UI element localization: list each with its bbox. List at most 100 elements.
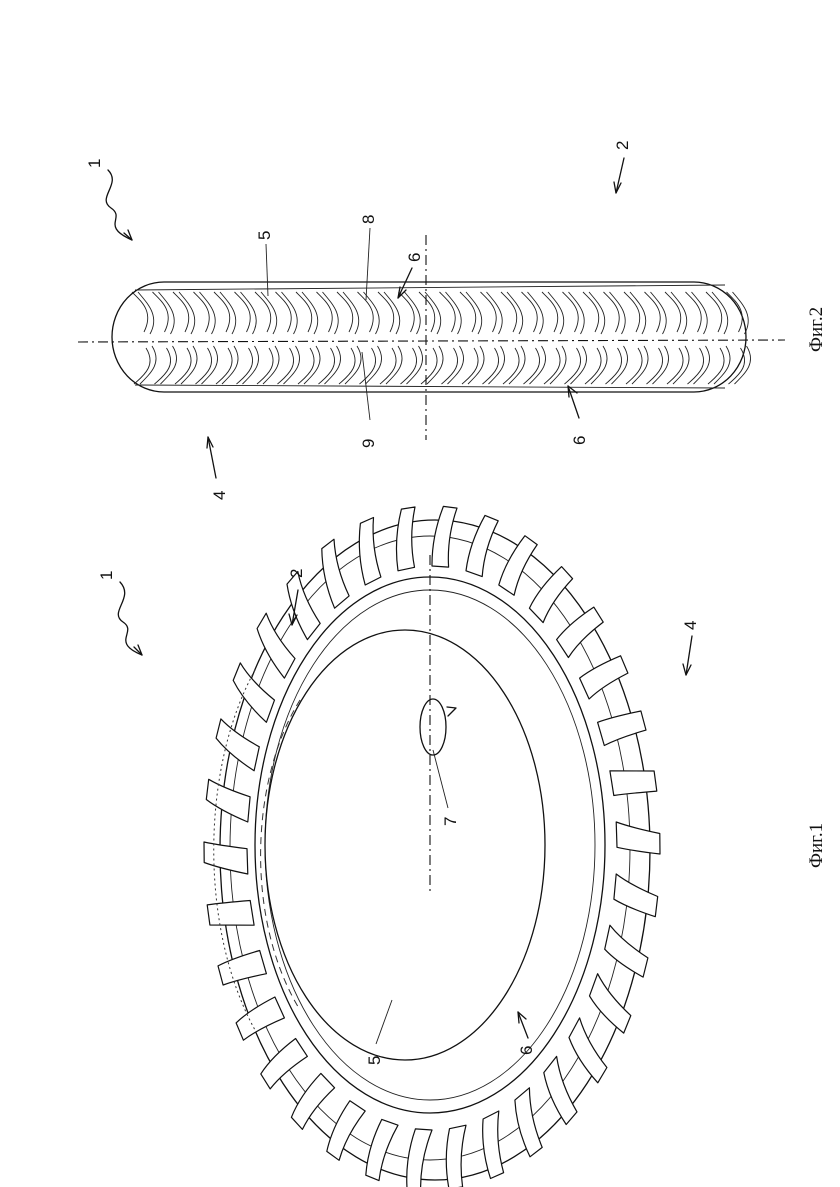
fig1-lug bbox=[431, 505, 458, 568]
fig2-lug-lower bbox=[195, 345, 218, 385]
fig2-lug-lower bbox=[625, 345, 649, 385]
fig2-lug-upper bbox=[234, 291, 257, 335]
fig2-lug-lower bbox=[338, 345, 362, 385]
fig2-lug-upper bbox=[521, 291, 544, 335]
fig2-lug-upper bbox=[336, 291, 360, 335]
fig1-lug bbox=[286, 570, 321, 641]
fig2-label-8: 8 bbox=[359, 215, 378, 224]
fig2-leader-5 bbox=[265, 243, 269, 297]
fig2-lug-lower bbox=[420, 345, 444, 385]
fig2-arrowhead-4 bbox=[206, 436, 214, 449]
fig2-label-2: 2 bbox=[613, 141, 632, 150]
fig2-lug-upper bbox=[275, 291, 298, 335]
fig1-label-7: 7 bbox=[441, 817, 460, 826]
figure-1: 1 2 4 5 6 7 Фиг.1 bbox=[97, 505, 827, 1187]
fig1-rim-opening bbox=[264, 629, 546, 1061]
fig1-label-6: 6 bbox=[517, 1046, 536, 1055]
fig2-lug-upper bbox=[500, 291, 524, 335]
fig1-arrow-4 bbox=[685, 635, 693, 676]
fig2-lug-lower bbox=[687, 345, 710, 385]
fig1-lug bbox=[205, 778, 251, 823]
fig2-centerline-horizontal bbox=[77, 339, 786, 343]
fig2-lug-upper bbox=[295, 291, 319, 335]
fig2-label-9: 9 bbox=[359, 439, 378, 448]
fig1-arrowhead-1 bbox=[133, 644, 143, 656]
fig1-lug bbox=[613, 873, 659, 918]
fig2-lug-lower bbox=[543, 345, 567, 385]
fig2-lug-upper bbox=[705, 291, 729, 335]
fig2-lug-upper bbox=[480, 291, 503, 335]
fig2-lug-upper bbox=[152, 291, 175, 335]
fig1-lug bbox=[365, 1118, 399, 1182]
fig1-lug bbox=[543, 1055, 578, 1126]
fig1-label-2: 2 bbox=[287, 569, 306, 578]
fig2-lug-upper bbox=[439, 291, 462, 335]
fig2-label-5: 5 bbox=[255, 231, 274, 240]
fig2-lug-lower bbox=[605, 345, 628, 385]
rotation-arrow-icon bbox=[419, 698, 457, 756]
fig2-band-outline bbox=[111, 281, 747, 393]
fig2-lug-upper bbox=[316, 291, 339, 335]
fig1-tread-lugs bbox=[203, 505, 661, 1187]
fig1-label-4: 4 bbox=[681, 621, 700, 630]
fig2-lug-lower bbox=[584, 345, 608, 385]
fig1-arrowhead-6 bbox=[517, 1011, 527, 1024]
fig2-label-6-bottom: 6 bbox=[570, 436, 589, 445]
fig1-caption: Фиг.1 bbox=[806, 823, 827, 868]
fig1-lug bbox=[498, 535, 538, 596]
fig1-lug bbox=[358, 516, 382, 586]
fig2-arrowhead-2 bbox=[613, 181, 622, 194]
fig1-arrow-2 bbox=[291, 589, 299, 626]
fig1-leader-5 bbox=[375, 999, 393, 1045]
fig1-lug bbox=[203, 841, 249, 875]
fig2-lug-lower bbox=[564, 345, 587, 385]
fig2-lug-lower bbox=[728, 345, 751, 385]
fig2-arrowhead-6-top bbox=[397, 286, 407, 299]
fig2-lug-lower bbox=[461, 345, 485, 385]
fig2-label-6-top: 6 bbox=[405, 253, 424, 262]
fig2-label-4: 4 bbox=[210, 491, 229, 500]
fig1-lug bbox=[290, 1072, 336, 1130]
fig2-tread-pattern bbox=[131, 291, 751, 385]
fig2-lug-upper bbox=[726, 291, 749, 335]
fig2-lug-lower bbox=[359, 345, 382, 385]
fig2-lug-lower bbox=[297, 345, 321, 385]
fig2-lug-lower bbox=[174, 345, 198, 385]
fig1-arrowhead-2 bbox=[288, 613, 298, 626]
fig1-lug bbox=[256, 612, 296, 679]
fig1-hidden-edge-2 bbox=[213, 669, 256, 1031]
fig1-label-1: 1 bbox=[97, 571, 116, 580]
fig1-lug bbox=[465, 514, 499, 578]
fig2-caption: Фиг.2 bbox=[806, 307, 827, 352]
fig2-label-1: 1 bbox=[85, 159, 104, 168]
fig2-arrow-4 bbox=[207, 436, 217, 479]
fig1-lug bbox=[568, 1017, 608, 1084]
fig1-arrowhead-4 bbox=[682, 663, 692, 676]
fig1-lug bbox=[482, 1110, 505, 1180]
fig2-lug-lower bbox=[215, 345, 239, 385]
fig2-lug-upper bbox=[541, 291, 565, 335]
fig2-lug-upper bbox=[459, 291, 483, 335]
fig2-lug-lower bbox=[154, 345, 177, 385]
fig2-arrow-6-bottom bbox=[567, 385, 580, 419]
fig2-lug-lower bbox=[441, 345, 464, 385]
fig2-lug-lower bbox=[277, 345, 300, 385]
fig1-lug bbox=[260, 1037, 308, 1090]
fig1-lug bbox=[445, 1124, 467, 1187]
fig2-lug-upper bbox=[213, 291, 237, 335]
fig2-lug-upper bbox=[562, 291, 585, 335]
fig2-arrow-2 bbox=[615, 157, 625, 194]
fig2-lug-lower bbox=[379, 345, 403, 385]
fig1-lug bbox=[215, 718, 260, 772]
fig2-lug-upper bbox=[644, 291, 667, 335]
fig2-lug-lower bbox=[646, 345, 669, 385]
fig1-lug bbox=[588, 973, 632, 1034]
fig1-lug bbox=[206, 899, 255, 926]
fig2-lug-upper bbox=[193, 291, 216, 335]
fig2-leader-9 bbox=[361, 351, 371, 421]
fig1-arrow-6 bbox=[517, 1011, 529, 1039]
fig2-arrow-6-top bbox=[397, 267, 413, 299]
fig2-lug-lower bbox=[482, 345, 505, 385]
fig1-lug bbox=[395, 506, 416, 572]
